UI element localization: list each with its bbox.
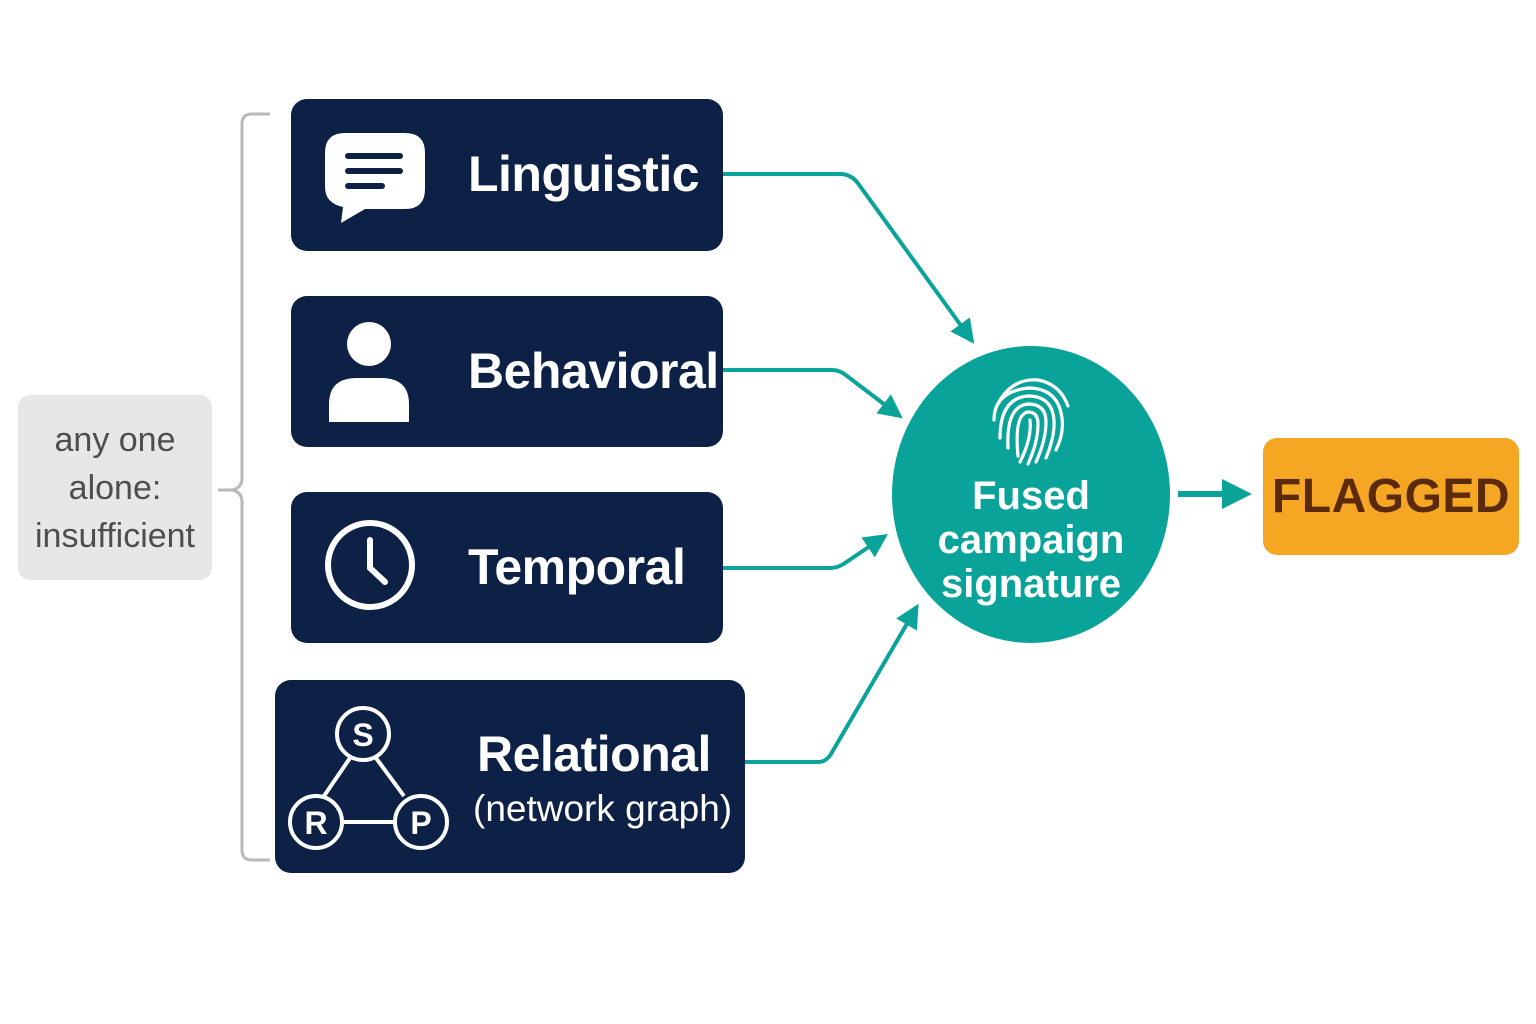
fused-signature-text: Fused campaign signature [937, 474, 1125, 606]
fused-signature-node: Fused campaign signature [892, 346, 1170, 643]
flagged-label: FLAGGED [1271, 470, 1511, 523]
graph-node-r-label: R [304, 805, 327, 841]
group-bracket [218, 112, 270, 862]
graph-node-s [335, 706, 391, 762]
signal-relational-label: Relational [477, 726, 711, 782]
signal-behavioral-label: Behavioral [468, 343, 719, 399]
arrow-linguistic [723, 172, 975, 344]
arrow-behavioral [723, 368, 903, 419]
signal-linguistic-label: Linguistic [468, 146, 700, 202]
signal-temporal-label: Temporal [468, 539, 686, 595]
graph-node-s-label: S [352, 717, 373, 753]
network-graph-icon: S R P [288, 706, 449, 850]
arrow-temporal [723, 533, 888, 570]
graph-node-p-label: P [410, 805, 431, 841]
arrow-relational [745, 603, 919, 764]
insufficient-note-text: any one alone: insufficient [34, 420, 196, 555]
signal-relational-sublabel: (network graph) [473, 788, 733, 829]
flagged-badge: FLAGGED [1263, 438, 1519, 555]
signal-behavioral: Behavioral [291, 296, 723, 447]
signal-linguistic: Linguistic [291, 99, 723, 251]
graph-node-p [393, 794, 449, 850]
insufficient-note: any one alone: insufficient [18, 395, 212, 580]
clock-icon [325, 520, 415, 610]
speech-bubble-icon [325, 133, 425, 223]
signal-relational: S R P Relational (network graph) [275, 680, 745, 873]
person-icon [329, 322, 409, 422]
fingerprint-icon [992, 378, 1070, 466]
signal-temporal: Temporal [291, 492, 723, 643]
graph-node-r [288, 794, 344, 850]
